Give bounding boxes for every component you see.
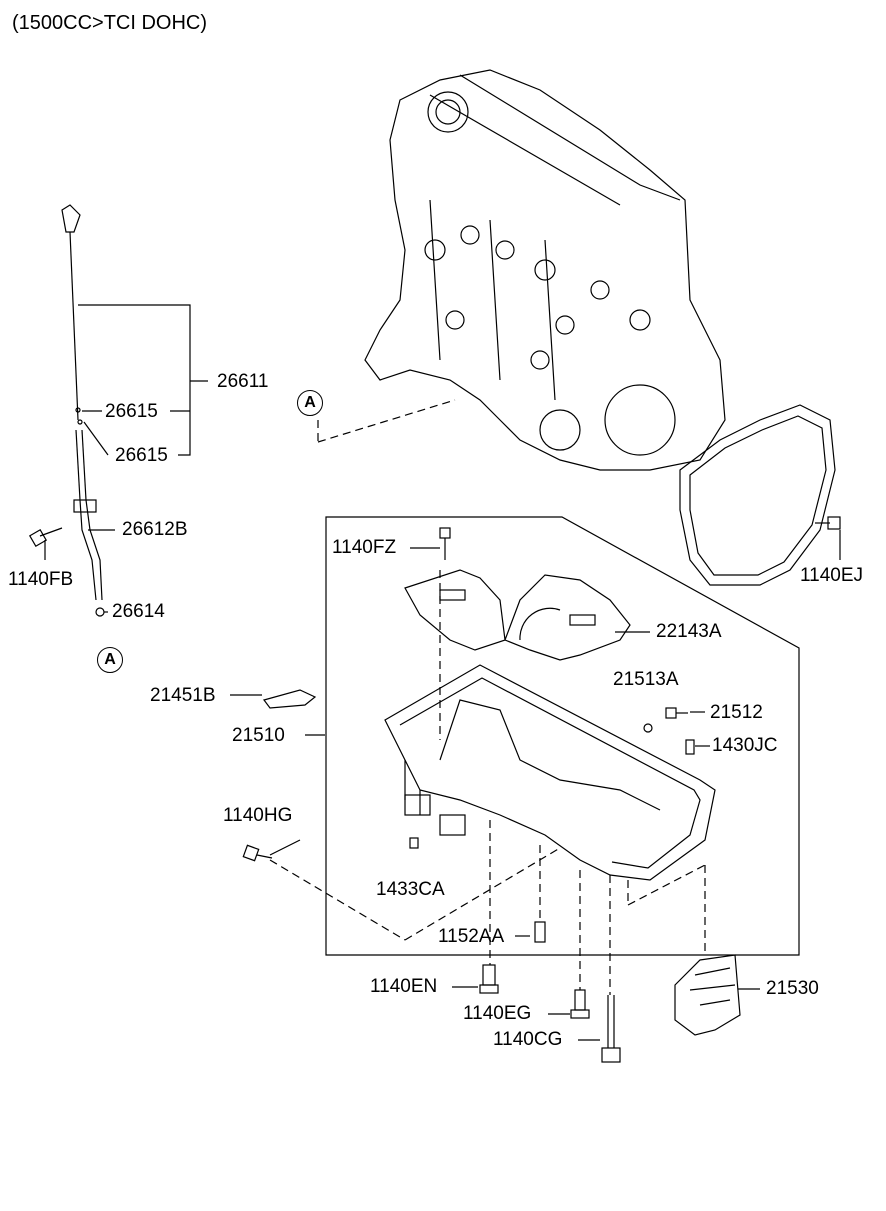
part-label-21510[interactable]: 21510 [232,725,285,746]
oil-pan-frame [325,516,800,956]
part-label-22143a[interactable]: 22143A [656,621,722,642]
part-label-26615-upper[interactable]: 26615 [105,401,158,422]
part-label-1433ca[interactable]: 1433CA [376,879,445,900]
ref-circle-a-bottom: A [97,647,123,673]
part-label-26611[interactable]: 26611 [217,371,269,392]
oil-pan [384,664,716,881]
heat-shield [674,954,741,1036]
part-label-1140ej[interactable]: 1140EJ [800,565,864,586]
part-label-26615-lower[interactable]: 26615 [115,445,168,466]
part-label-21513a[interactable]: 21513A [613,669,679,690]
bolts [28,516,841,1063]
ref-circle-a-top: A [297,390,323,416]
bracket-26611 [78,304,191,456]
part-label-1430jc[interactable]: 1430JC [712,735,778,756]
part-label-1140en[interactable]: 1140EN [370,976,438,997]
housing-gasket [679,404,836,586]
part-label-1140hg[interactable]: 1140HG [223,805,293,826]
engine-block [364,69,726,471]
part-label-1152aa[interactable]: 1152AA [438,926,505,947]
baffle-plate [404,569,631,661]
part-label-1140cg[interactable]: 1140CG [493,1029,563,1050]
part-label-1140fz[interactable]: 1140FZ [332,537,397,558]
part-label-21512[interactable]: 21512 [710,702,763,723]
part-label-1140eg[interactable]: 1140EG [463,1003,532,1024]
part-label-26612b[interactable]: 26612B [122,519,188,540]
diagram-title: (1500CC>TCI DOHC) [12,12,208,34]
part-label-26614[interactable]: 26614 [112,601,165,622]
oil-seal [262,689,317,709]
dipstick-assembly [61,204,105,617]
part-label-21530[interactable]: 21530 [766,978,819,999]
part-label-1140fb[interactable]: 1140FB [8,569,74,590]
part-label-21451b[interactable]: 21451B [150,685,216,706]
dashed-leaders [269,399,706,995]
